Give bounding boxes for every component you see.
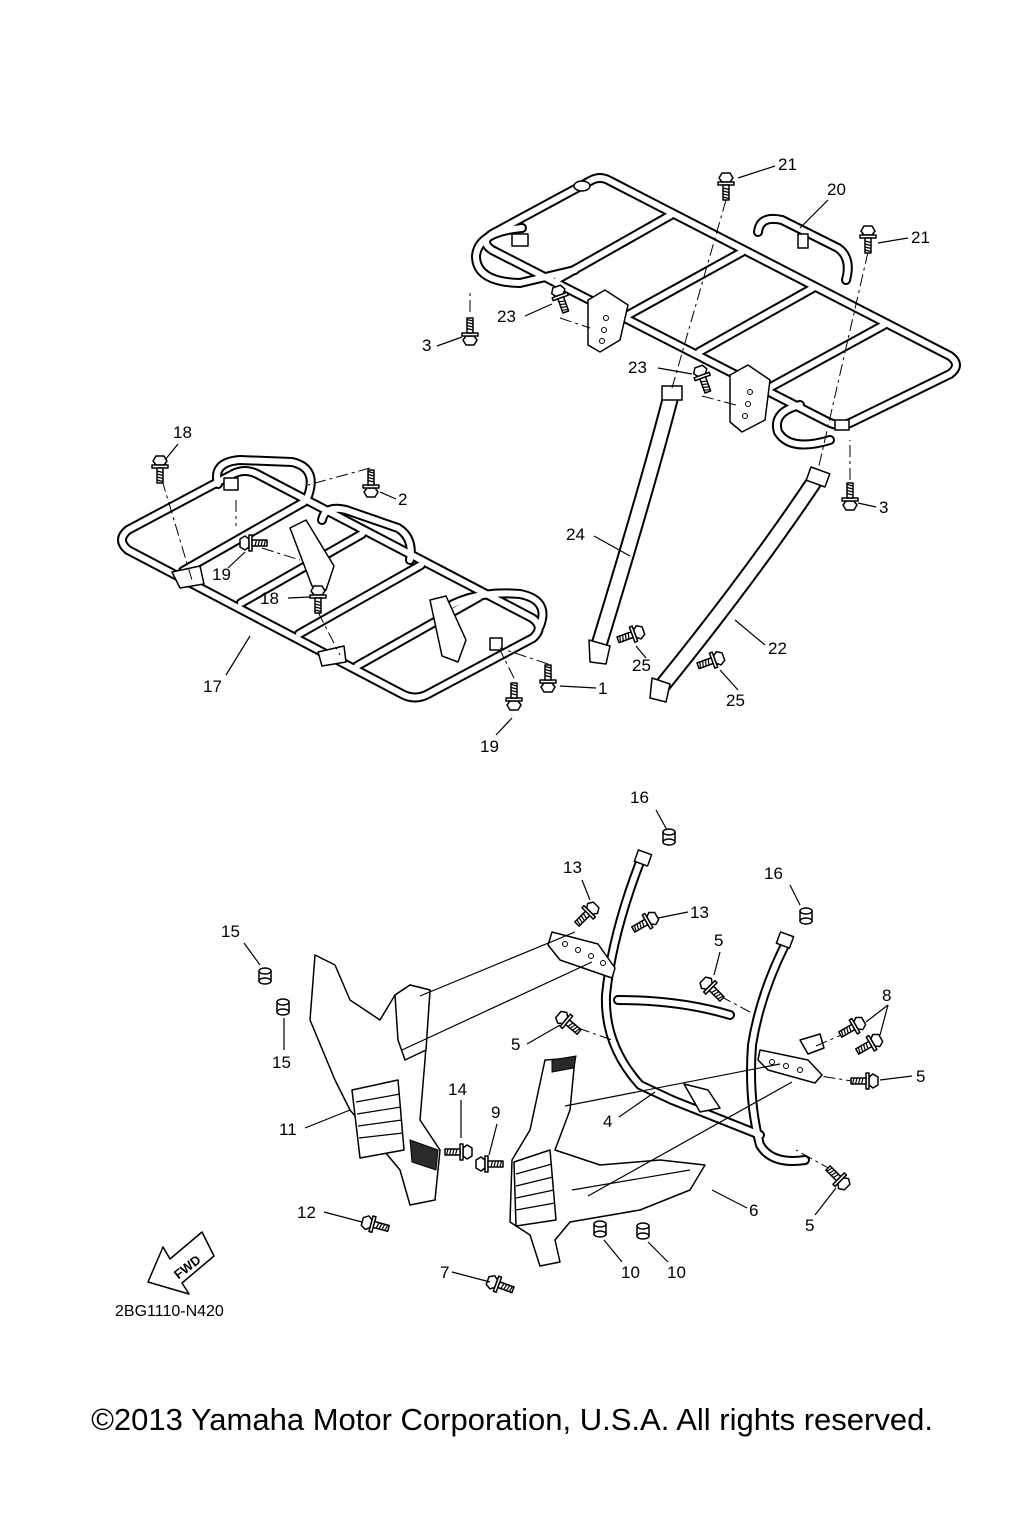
bolt: [461, 317, 479, 346]
bolt: [360, 1215, 390, 1233]
cap: [636, 1222, 650, 1240]
cap: [276, 998, 290, 1016]
bolt: [555, 1010, 582, 1035]
callout-label: 20: [827, 180, 846, 199]
bolt: [631, 911, 660, 933]
callout-label: 10: [667, 1263, 686, 1282]
callout-label: 4: [603, 1112, 612, 1131]
front-guard-bar: [606, 849, 805, 1161]
rear-rack-stay-22: [649, 466, 831, 703]
callout-label: 15: [221, 922, 240, 941]
bolt: [444, 1143, 473, 1161]
bolt: [841, 482, 859, 511]
bolt: [550, 284, 570, 314]
callout-label: 15: [272, 1053, 291, 1072]
callout-label: 3: [422, 336, 431, 355]
callout-label: 21: [911, 228, 930, 247]
bolt: [362, 469, 380, 498]
bolt: [539, 664, 557, 693]
callout-label: 19: [212, 565, 231, 584]
callout-label: 19: [480, 737, 499, 756]
callout-label: 8: [882, 986, 891, 1005]
bolt: [505, 682, 523, 711]
callout-label: 13: [690, 903, 709, 922]
diagram-code: 2BG1110-N420: [115, 1303, 224, 1320]
bolt: [309, 585, 327, 614]
callout-label: 2: [398, 490, 407, 509]
right-guard-shroud: [509, 1055, 706, 1267]
leader-lines: [164, 165, 913, 1283]
callout-label: 16: [764, 864, 783, 883]
forward-arrow-icon: FWD: [147, 1231, 215, 1295]
front-rack: [122, 460, 543, 698]
bolt: [574, 901, 600, 927]
bolt: [616, 624, 646, 644]
callout-label: 18: [173, 423, 192, 442]
rear-rack: [476, 178, 956, 445]
callout-label: 24: [566, 525, 585, 544]
rear-rack-bracket-left: [587, 289, 629, 353]
callouts: 21 20 21 3 23 23 3 24 22 25 25 18 2 19 1…: [173, 155, 930, 1282]
rear-rack-stay-24: [588, 385, 683, 665]
callout-label: 25: [632, 656, 651, 675]
bolt: [717, 172, 735, 201]
bolt: [825, 1165, 851, 1191]
bolt: [850, 1072, 879, 1090]
fasteners: [151, 172, 884, 1294]
callout-label: 1: [598, 679, 607, 698]
callout-label: 9: [491, 1103, 500, 1122]
bolt: [838, 1016, 867, 1038]
callout-label: 18: [260, 589, 279, 608]
cap: [799, 907, 813, 925]
callout-label: 21: [778, 155, 797, 174]
bolt: [485, 1274, 515, 1294]
callout-label: 17: [203, 677, 222, 696]
cap: [258, 967, 272, 985]
rear-rack-bracket-right: [729, 364, 771, 433]
callout-label: 11: [279, 1120, 297, 1139]
callout-label: 7: [440, 1263, 449, 1282]
front-rack-bracket: [171, 519, 467, 667]
bolt: [151, 455, 169, 484]
callout-label: 12: [297, 1203, 316, 1222]
cap: [593, 1220, 607, 1238]
callout-label: 5: [714, 931, 723, 950]
cap: [662, 828, 676, 846]
callout-label: 22: [768, 639, 787, 658]
callout-label: 25: [726, 691, 745, 710]
guard-mount-plate-right: [757, 1033, 825, 1084]
callout-label: 5: [916, 1067, 925, 1086]
bolt: [692, 364, 712, 394]
bolt: [475, 1155, 504, 1173]
callout-label: 23: [497, 307, 516, 326]
callout-label: 14: [448, 1080, 467, 1099]
bolt: [239, 534, 268, 552]
callout-label: 3: [879, 498, 888, 517]
left-guard-shroud: [309, 954, 441, 1206]
bolt: [696, 650, 726, 670]
callout-label: 5: [805, 1216, 814, 1235]
guard-mount-plate-left: [547, 931, 616, 979]
copyright-notice: ©2013 Yamaha Motor Corporation, U.S.A. A…: [91, 1402, 933, 1437]
callout-label: 13: [563, 858, 582, 877]
bolt: [859, 225, 877, 254]
callout-label: 6: [749, 1201, 758, 1220]
callout-label: 23: [628, 358, 647, 377]
bolt: [855, 1033, 884, 1055]
bolt: [699, 976, 725, 1002]
callout-label: 5: [511, 1035, 520, 1054]
callout-label: 16: [630, 788, 649, 807]
callout-label: 10: [621, 1263, 640, 1282]
